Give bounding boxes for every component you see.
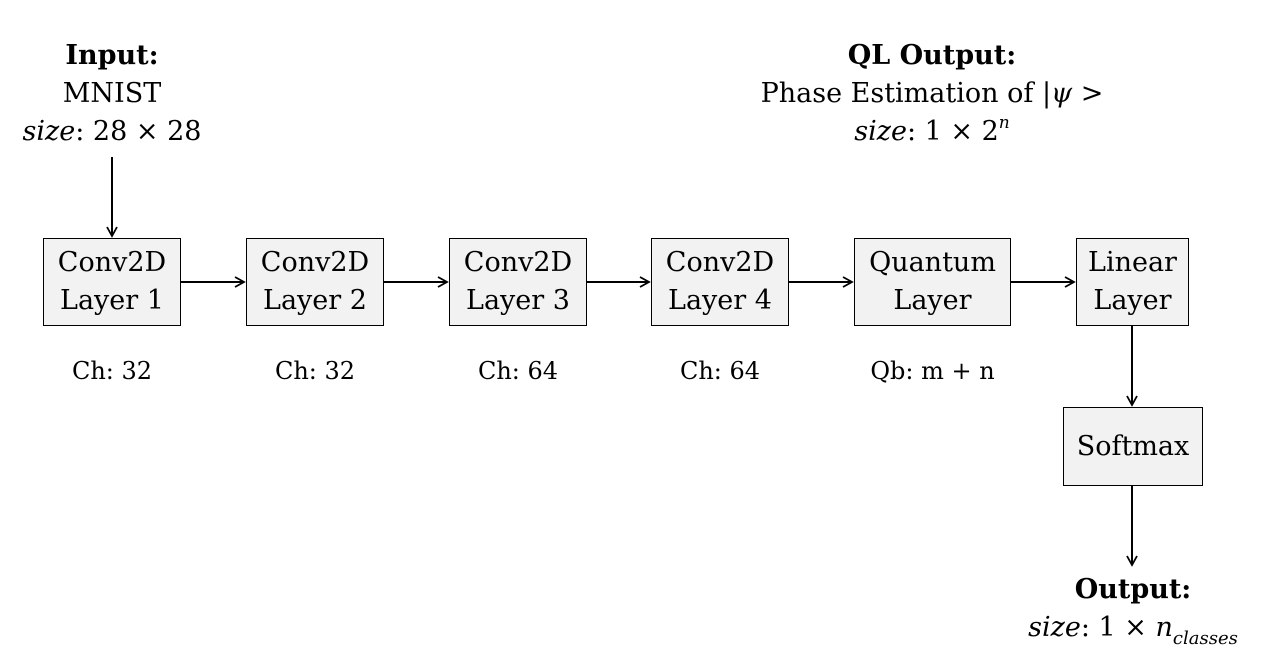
ql-output-state: |ψ > <box>1041 78 1104 109</box>
input-label: Input: MNIST size: 28 × 28 <box>12 37 212 151</box>
ql-output-size-var: size <box>854 116 907 147</box>
linear-layer-line1: Linear <box>1088 247 1177 278</box>
conv2d-layer-3-line1: Conv2D <box>463 247 573 278</box>
conv2d-layer-1-line2: Layer 1 <box>60 285 164 316</box>
conv2d-layer-4-line2: Layer 4 <box>668 285 772 316</box>
quantum-layer-line2: Layer <box>893 285 972 316</box>
conv2d-layer-1-line1: Conv2D <box>57 247 167 278</box>
linear-layer-line2: Layer <box>1093 285 1172 316</box>
conv2d-layer-4-line1: Conv2D <box>665 247 775 278</box>
ql-output-title: QL Output: <box>847 40 1017 71</box>
ql-output-description: Phase Estimation of <box>760 78 1034 109</box>
conv2d-layer-2-line1: Conv2D <box>260 247 370 278</box>
conv2d-layer-4-caption: Ch: 64 <box>679 357 761 385</box>
conv2d-layer-2-line2: Layer 2 <box>263 285 367 316</box>
ql-output-size-value: : 1 × 2 <box>906 116 999 147</box>
input-title: Input: <box>65 40 159 71</box>
ql-output-description-line: Phase Estimation of |ψ > <box>732 75 1132 113</box>
output-label: Output: size: 1 × nclasses <box>1000 571 1266 649</box>
conv2d-layer-1-node: Conv2D Layer 1 <box>43 238 181 326</box>
conv2d-layer-2-node: Conv2D Layer 2 <box>246 238 384 326</box>
conv2d-layer-3-caption: Ch: 64 <box>477 357 559 385</box>
output-n-var: n <box>1155 612 1173 643</box>
output-title: Output: <box>1074 574 1192 605</box>
softmax-label: Softmax <box>1076 430 1190 462</box>
input-size-var: size <box>22 116 76 147</box>
input-size-value: : 28 × 28 <box>75 116 202 147</box>
conv2d-layer-3-line2: Layer 3 <box>466 285 570 316</box>
input-size: size: 28 × 28 <box>12 113 212 151</box>
output-size-var: size <box>1028 612 1081 643</box>
conv2d-layer-3-node: Conv2D Layer 3 <box>449 238 587 326</box>
input-dataset: MNIST <box>62 78 162 109</box>
softmax-node: Softmax <box>1063 407 1203 486</box>
quantum-layer-caption: Qb: m + n <box>870 357 995 385</box>
output-size: size: 1 × nclasses <box>1000 609 1266 649</box>
output-size-value: : 1 × <box>1080 612 1147 643</box>
conv2d-layer-1-caption: Ch: 32 <box>71 357 153 385</box>
conv2d-layer-4-node: Conv2D Layer 4 <box>651 238 789 326</box>
linear-layer-node: Linear Layer <box>1076 238 1189 326</box>
ql-output-size-exp: n <box>998 113 1010 133</box>
conv2d-layer-2-caption: Ch: 32 <box>274 357 356 385</box>
ql-output-label: QL Output: Phase Estimation of |ψ > size… <box>732 37 1132 151</box>
quantum-layer-node: Quantum Layer <box>854 238 1011 326</box>
ql-output-size: size: 1 × 2n <box>732 113 1132 151</box>
quantum-layer-line1: Quantum <box>869 247 996 278</box>
output-n-sub: classes <box>1172 628 1238 649</box>
